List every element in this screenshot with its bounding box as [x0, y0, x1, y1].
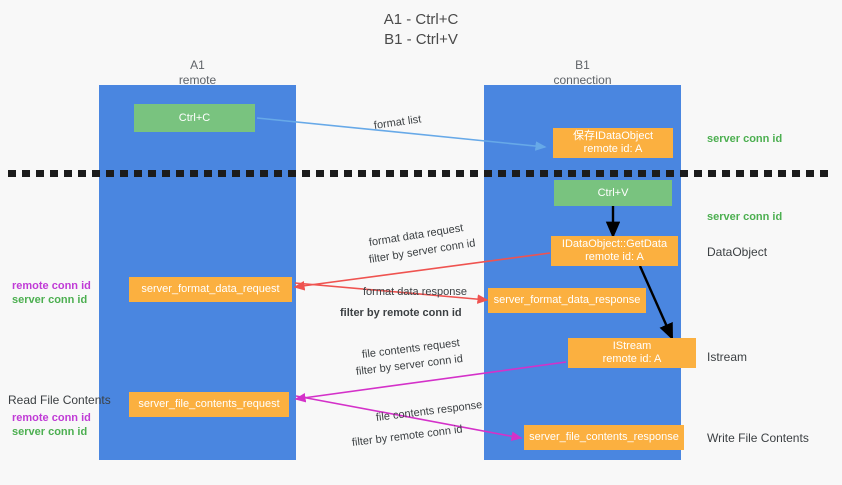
lane-a1-name: A1	[190, 58, 205, 72]
filter-prefix-1: filter by	[368, 248, 408, 266]
label-format-data-response-filter: filter by remote conn id	[340, 306, 462, 320]
phase-divider	[8, 170, 834, 177]
box-istream-line1: IStream	[612, 340, 652, 352]
lane-a1-role: remote	[178, 73, 217, 87]
label-istream: Istream	[707, 350, 748, 364]
box-save-idataobject-line2: remote id: A	[583, 143, 643, 155]
box-server-file-contents-response[interactable]: server_file_contents_response	[524, 425, 684, 450]
filter-prefix-2: filter by	[340, 307, 383, 319]
lane-b1-name: B1	[575, 58, 590, 72]
filter-key-remote-conn-id-1: remote conn id	[382, 307, 462, 319]
box-ctrl-v-label: Ctrl+V	[597, 186, 629, 199]
label-server-conn-id-file: server conn id	[12, 426, 88, 438]
box-server-file-contents-request[interactable]: server_file_contents_request	[129, 392, 289, 417]
box-server-format-data-request[interactable]: server_format_data_request	[129, 277, 292, 302]
box-server-format-data-request-label: server_format_data_request	[141, 283, 280, 295]
box-ctrl-v[interactable]: Ctrl+V	[554, 180, 672, 206]
label-file-contents-response-filter: filter by remote conn id	[351, 422, 463, 449]
box-ctrl-c-label: Ctrl+C	[178, 111, 211, 124]
label-format-list: format list	[373, 113, 423, 132]
title-line-1: A1 - Ctrl+C	[383, 11, 459, 28]
filter-prefix-3: filter by	[355, 361, 395, 378]
page-title: A1 - Ctrl+C B1 - Ctrl+V	[0, 10, 842, 50]
box-ctrl-c[interactable]: Ctrl+C	[134, 104, 255, 132]
title-line-2: B1 - Ctrl+V	[384, 31, 458, 48]
box-istream[interactable]: IStream remote id: A	[568, 338, 696, 368]
box-save-idataobject[interactable]: 保存IDataObject remote id: A	[553, 128, 673, 158]
label-format-data-response: format data response	[363, 286, 467, 298]
label-read-file-contents: Read File Contents	[8, 393, 111, 407]
box-server-file-contents-response-label: server_file_contents_response	[529, 431, 679, 443]
label-remote-conn-id-format: remote conn id	[12, 280, 91, 292]
box-istream-line2: remote id: A	[602, 353, 662, 365]
box-server-format-data-response[interactable]: server_format_data_response	[488, 288, 646, 313]
label-dataobject: DataObject	[707, 245, 768, 259]
label-write-file-contents: Write File Contents	[707, 431, 809, 445]
label-server-conn-id-mid: server conn id	[707, 211, 783, 223]
label-server-conn-id-top: server conn id	[707, 133, 783, 145]
filter-key-remote-conn-id-2: remote conn id	[389, 423, 464, 445]
label-server-conn-id-format: server conn id	[12, 294, 88, 306]
box-idataobject-getdata-line1: IDataObject::GetData	[561, 238, 668, 250]
box-server-file-contents-request-label: server_file_contents_request	[138, 398, 280, 410]
box-idataobject-getdata-line2: remote id: A	[585, 251, 644, 263]
lane-b1-role: connection	[553, 73, 612, 87]
lane-header-b1: B1 connection	[484, 58, 681, 88]
box-server-format-data-response-label: server_format_data_response	[493, 294, 641, 306]
box-save-idataobject-line1: 保存IDataObject	[572, 130, 654, 142]
label-file-contents-response: file contents response	[375, 399, 483, 424]
box-idataobject-getdata[interactable]: IDataObject::GetData remote id: A	[551, 236, 678, 266]
filter-prefix-4: filter by	[351, 432, 391, 449]
label-remote-conn-id-file: remote conn id	[12, 412, 91, 424]
lane-header-a1: A1 remote	[99, 58, 296, 88]
